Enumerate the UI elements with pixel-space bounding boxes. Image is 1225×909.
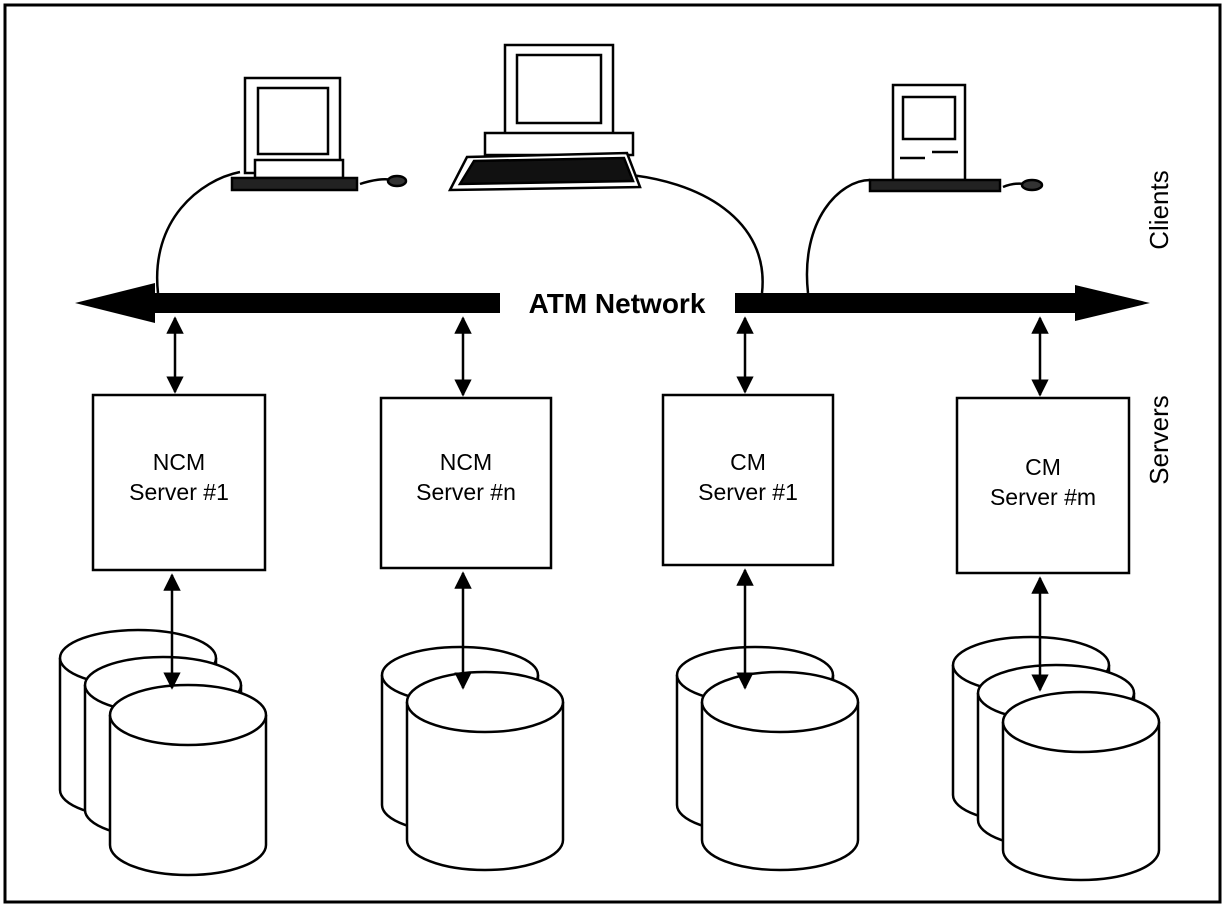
client-computer-3-icon (868, 83, 1044, 193)
storage-disk-icon (1001, 690, 1161, 882)
server-label-line2: Server #1 (698, 479, 798, 505)
storage-disk-icon (108, 683, 268, 877)
server-box-cm-1: CM Server #1 (661, 393, 835, 567)
server-storage-links (163, 568, 1049, 692)
server-label-line2: Server #n (416, 479, 516, 505)
server-label-line1: NCM (153, 449, 205, 475)
server-label-line1: CM (730, 449, 766, 475)
storage-disk-icon (405, 670, 565, 872)
server-label-line1: NCM (440, 449, 492, 475)
server-box-cm-m: CM Server #m (955, 396, 1131, 575)
client-computer-1-icon (230, 76, 408, 192)
server-label-line2: Server #m (990, 484, 1096, 510)
server-box-ncm-n: NCM Server #n (379, 396, 553, 570)
network-label: ATM Network (529, 288, 706, 319)
server-label-line1: CM (1025, 454, 1061, 480)
storage-disk-icon (700, 670, 860, 872)
bus-server-links (166, 316, 1049, 397)
client-computer-2-icon (447, 43, 642, 192)
server-label-line2: Server #1 (129, 479, 229, 505)
client-links (155, 170, 871, 294)
diagram-frame (3, 3, 1222, 904)
servers-label: Servers (1144, 395, 1174, 485)
server-box-ncm-1: NCM Server #1 (91, 393, 267, 572)
atm-network-bus: ATM Network (75, 283, 1150, 323)
clients-label: Clients (1144, 170, 1174, 249)
